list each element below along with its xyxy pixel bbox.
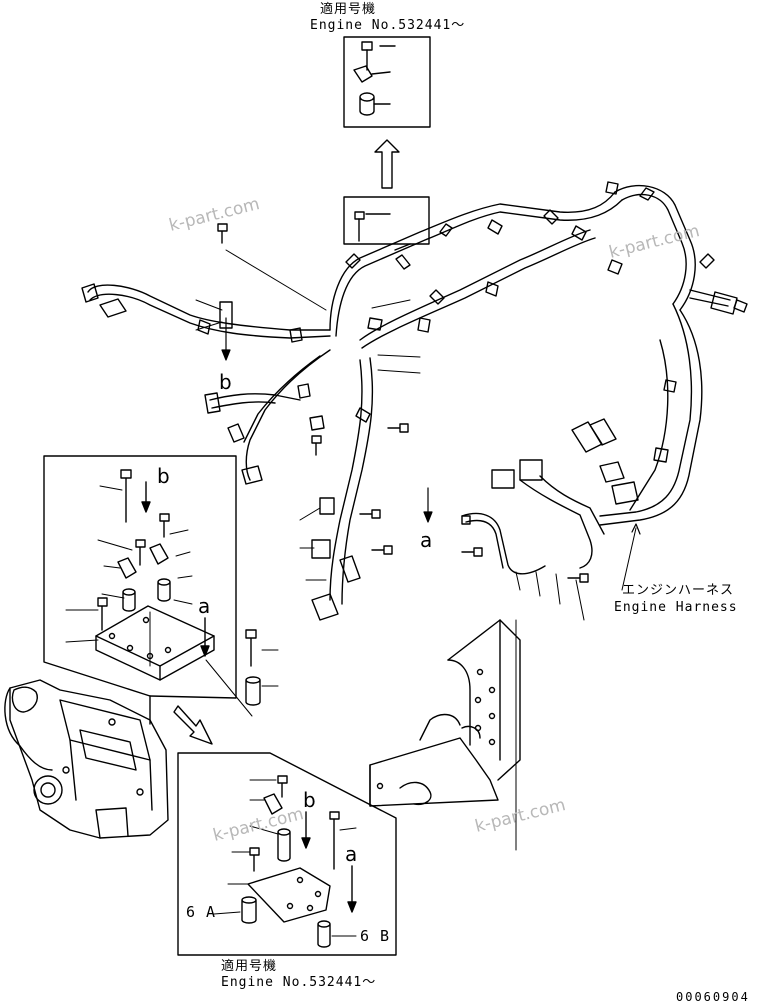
- top-applicable-note-en: Engine No.532441～: [310, 18, 466, 33]
- diagonal-arrow: [173, 705, 213, 745]
- part-ref-6a: 6 A: [186, 903, 217, 921]
- marker-b-bottom-box: b: [303, 788, 316, 812]
- marker-arrows: [221, 317, 641, 535]
- drawing-number: 00060904: [676, 990, 750, 1004]
- left-detail-box: [43, 455, 237, 699]
- marker-b-left-box: b: [157, 464, 170, 488]
- bracket: [369, 619, 521, 851]
- harness-label-jp: エンジンハーネス: [622, 583, 735, 598]
- leader-lines: [195, 249, 637, 621]
- top-detail-box: [343, 36, 431, 128]
- bottom-applicable-note-en: Engine No.532441～: [221, 975, 377, 990]
- harness-label-en: Engine Harness: [614, 600, 738, 615]
- loose-bolts: [217, 223, 589, 583]
- bottom-detail-box: [177, 752, 397, 956]
- top-applicable-note-jp: 適用号機: [320, 2, 377, 17]
- marker-a-bottom-box: a: [345, 842, 358, 866]
- upper-bolt-box: [343, 196, 430, 251]
- bottom-applicable-note-jp: 適用号機: [221, 959, 278, 974]
- up-arrow: [374, 139, 400, 189]
- engine-harness: [81, 181, 748, 621]
- marker-a-left-box: a: [198, 594, 211, 618]
- marker-a-harness: a: [420, 528, 433, 552]
- engine-housing: [4, 679, 169, 839]
- loose-bolt-spacer: [205, 629, 279, 717]
- part-ref-6b: 6 B: [360, 927, 391, 945]
- marker-b-harness: b: [219, 370, 232, 394]
